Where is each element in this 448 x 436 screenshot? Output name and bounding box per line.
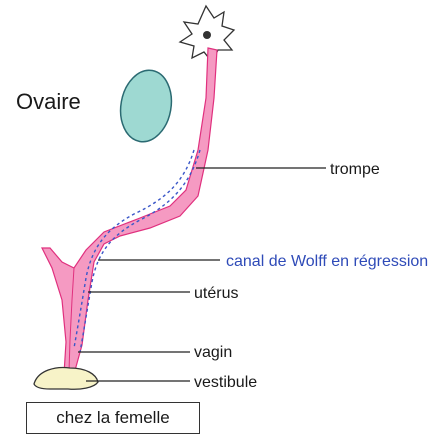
label-vestibule: vestibule [194, 374, 257, 391]
label-ovaire: Ovaire [16, 89, 81, 114]
caption-text: chez la femelle [56, 408, 169, 428]
caption-box: chez la femelle [26, 402, 200, 434]
fimbria-opening [203, 31, 211, 39]
ovary-shape [115, 66, 177, 146]
label-vagin: vagin [194, 344, 232, 361]
label-canal-wolff: canal de Wolff en régression [226, 253, 428, 270]
label-uterus: utérus [194, 285, 238, 302]
label-trompe: trompe [330, 161, 380, 178]
vestibule-shape [34, 368, 98, 390]
